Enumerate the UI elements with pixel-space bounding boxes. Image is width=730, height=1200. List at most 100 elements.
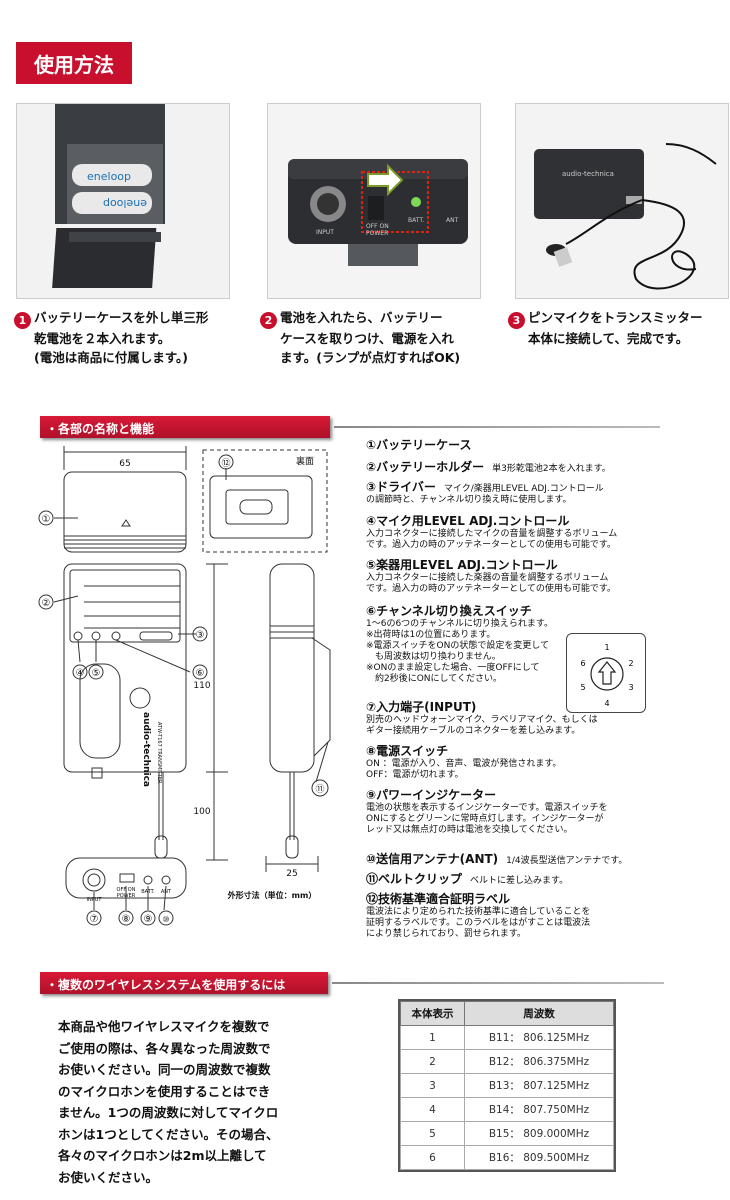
brand-label: audio-technica (562, 170, 614, 178)
part-8: ⑧電源スイッチ ON ：電源が入り、音声、電波が発信されます。 OFF：電源が切… (366, 742, 726, 781)
part-12-desc-3: により禁じられており、罰せられます。 (366, 929, 527, 939)
section-parts-title: ・各部の名称と機能 (40, 416, 330, 438)
callout-9: ⑨ (144, 914, 153, 925)
step-3-number: 3 (508, 312, 525, 329)
page-title: 使用方法 (16, 42, 132, 84)
part-6-title: ⑥チャンネル切り換えスイッチ (366, 604, 532, 618)
part-12-desc-1: 電波法により定められた技術基準に適合していることを (366, 907, 591, 917)
part-4-desc-2: です。過入力の時のアッテネーターとしての使用も可能です。 (366, 540, 616, 550)
multi-line-2: ご使用の際は、各々異なった周波数で (58, 1040, 271, 1056)
part-7-desc-1: 別売のヘッドウォーンマイク、ラベリアマイク、もしくは (366, 715, 598, 725)
part-8-desc-1: ON ：電源が入り、音声、電波が発信されます。 (366, 759, 562, 769)
part-11-title: ⑪ベルトクリップ (366, 872, 463, 886)
part-5-title: ⑤楽器用LEVEL ADJ.コントロール (366, 558, 558, 572)
part-9-title: ⑨パワーインジケーター (366, 788, 497, 802)
row-3-display: 3 (400, 1073, 465, 1098)
part-6-desc-5: ※ONのまま設定した場合、一度OFFにして (366, 663, 540, 673)
step-3-line-1: ピンマイクをトランスミッター (528, 310, 703, 325)
bottom-power-label: POWER (117, 893, 136, 899)
power-label: POWER (366, 230, 388, 237)
dial-arrow-icon (597, 661, 617, 685)
step-3-line-2: 本体に接続して、完成です。 (528, 331, 689, 346)
dim-width: 65 (119, 459, 130, 469)
step-1-number: 1 (14, 312, 31, 329)
step-1-line-2: 乾電池を２本入れます。 (34, 331, 171, 346)
device-diagram: 65 裏面 110 100 25 外形寸法（単位：mm） audio-techn… (38, 446, 331, 926)
part-12: ⑫技術基準適合証明ラベル 電波法により定められた技術基準に適合していることを 証… (366, 890, 726, 940)
dial-1: 1 (604, 643, 609, 652)
part-7-title: ⑦入力端子(INPUT) (366, 700, 477, 714)
part-3-sub: マイク/楽器用LEVEL ADJ.コントロール (443, 484, 604, 494)
step-1-line-1: バッテリーケースを外し単三形 (34, 310, 209, 325)
part-9-desc-2: ONにするとグリーンに常時点灯します。インジケーターが (366, 814, 604, 824)
batt-label: BATT. (408, 217, 424, 224)
callout-3: ③ (196, 630, 205, 641)
dial-5: 5 (580, 683, 585, 692)
row-6-display: 6 (400, 1145, 465, 1170)
callout-12: ⑫ (221, 458, 230, 469)
row-5-frequency: B15： 809.000MHz (464, 1121, 614, 1146)
part-2: ②バッテリーホルダー単3形乾電池2本を入れます。 (366, 458, 726, 475)
part-9-desc-1: 電池の状態を表示するインジケーターです。電源スイッチを (366, 803, 608, 813)
row-4-display: 4 (400, 1097, 465, 1122)
switch-label: OFF ON (366, 223, 389, 230)
part-8-desc-2: OFF：電源が切れます。 (366, 770, 464, 780)
callout-4: ④ (76, 668, 85, 679)
part-12-desc-2: 証明するラベルです。このラベルをはがすことは電波法 (366, 918, 591, 928)
bottom-switch-label: OFF ON (117, 887, 136, 893)
battery-label-1: eneloop (87, 170, 131, 183)
row-1-frequency: B11： 806.125MHz (464, 1025, 614, 1050)
dim-body-height: 110 (193, 681, 210, 691)
callout-8: ⑧ (122, 914, 131, 925)
step-2-number: 2 (260, 312, 277, 329)
callout-11: ⑪ (315, 784, 324, 795)
row-5-display: 5 (400, 1121, 465, 1146)
callout-1: ① (42, 514, 51, 525)
callout-5: ⑤ (92, 668, 101, 679)
part-6-desc-6: 約2秒後にONにしてください。 (366, 674, 503, 684)
multi-line-6: ホンは1つとしてください。その場合、 (58, 1126, 279, 1142)
step-2-line-1: 電池を入れたら、バッテリー (280, 310, 443, 325)
row-2-frequency: B12： 806.375MHz (464, 1049, 614, 1074)
section-parts-header: ・各部の名称と機能 (40, 416, 660, 440)
battery-label-2: eneloop (103, 197, 147, 210)
dim-antenna-length: 100 (193, 807, 210, 817)
step-2-line-3: ます。(ランプが点灯すればOK) (280, 350, 461, 365)
photo-power-switch: OFF ON POWER BATT. ANT INPUT (267, 103, 481, 299)
part-10-sub: 1/4波長型送信アンテナです。 (506, 856, 628, 866)
part-12-title: ⑫技術基準適合証明ラベル (366, 892, 511, 906)
row-2-display: 2 (400, 1049, 465, 1074)
part-6: ⑥チャンネル切り換えスイッチ 1～6の6つのチャンネルに切り換えられます。 ※出… (366, 602, 726, 685)
row-4-frequency: B14： 807.750MHz (464, 1097, 614, 1122)
dial-2: 2 (628, 659, 633, 668)
part-6-desc-2: ※出荷時は1の位置にあります。 (366, 630, 496, 640)
part-4: ④マイク用LEVEL ADJ.コントロール 入力コネクターに接続したマイクの音量… (366, 512, 726, 551)
dimension-caption: 外形寸法（単位：mm） (228, 890, 317, 900)
dim-depth: 25 (286, 869, 297, 879)
part-3-desc-1: の調節時と、チャンネル切り換え時に使用します。 (366, 495, 572, 505)
model-print: ATW-T167 TRANSMITTER (156, 722, 162, 784)
part-9: ⑨パワーインジケーター 電池の状態を表示するインジケーターです。電源スイッチを … (366, 786, 726, 836)
part-8-title: ⑧電源スイッチ (366, 744, 449, 758)
part-4-desc-1: 入力コネクターに接続したマイクの音量を調整するボリューム (366, 529, 618, 539)
part-9-desc-3: レッド又は無点灯の時は電池を交換してください。 (366, 825, 573, 835)
part-6-desc-1: 1～6の6つのチャンネルに切り換えられます。 (366, 619, 554, 629)
ant-label: ANT (446, 217, 459, 224)
part-1-title: ①バッテリーケース (366, 438, 472, 452)
photo-battery: eneloop eneloop (16, 103, 230, 299)
part-3: ③ドライバーマイク/楽器用LEVEL ADJ.コントロール の調節時と、チャンネ… (366, 478, 726, 506)
part-10: ⑩送信用アンテナ(ANT)1/4波長型送信アンテナです。 (366, 850, 726, 867)
section-multi-rule (332, 982, 664, 984)
header-display: 本体表示 (400, 1001, 465, 1026)
section-parts-rule (334, 426, 660, 428)
bottom-batt-label: BATT. (141, 889, 155, 895)
part-6-desc-3: ※電源スイッチをONの状態で設定を変更して (366, 641, 550, 651)
brand-print: audio-technica (141, 712, 151, 787)
multi-line-7: 各々のマイクロホンは2m以上離して (58, 1148, 267, 1163)
step-1-line-3: (電池は商品に付属します。) (34, 350, 188, 365)
